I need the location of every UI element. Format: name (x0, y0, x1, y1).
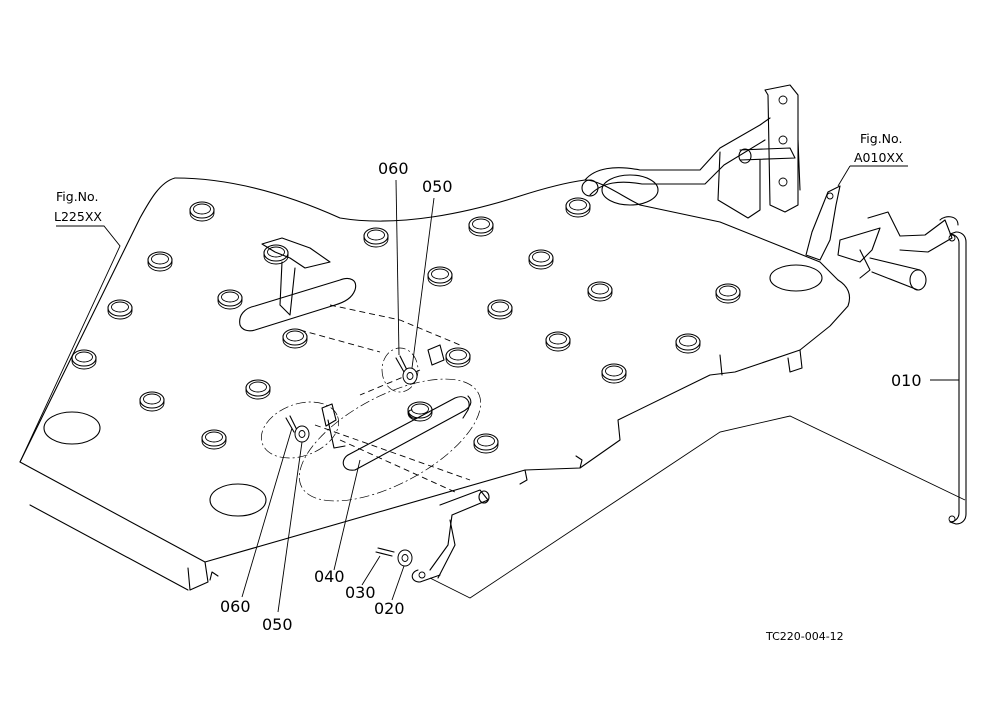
hidden-lines (299, 304, 471, 493)
callout-050-top: 050 (422, 177, 453, 196)
rubber-stud (487, 299, 513, 320)
rubber-stud (473, 433, 499, 454)
figure-ref-left-number: L225XX (54, 209, 102, 224)
rubber-stud (245, 379, 271, 400)
rubber-stud (282, 328, 308, 349)
rubber-stud (71, 349, 97, 370)
drawing-code: TC220-004-12 (765, 630, 844, 643)
rubber-studs (71, 197, 741, 454)
rubber-stud (363, 227, 389, 248)
rubber-stud (528, 249, 554, 270)
callout-030: 030 (345, 583, 376, 602)
pedal-linkage (581, 84, 801, 219)
rubber-stud (587, 281, 613, 302)
callout-010: 010 (891, 371, 922, 390)
figure-ref-right-number: A010XX (854, 150, 904, 165)
rubber-stud (445, 347, 471, 368)
figure-ref-right-label: Fig.No. (860, 131, 902, 146)
rubber-stud (427, 266, 453, 287)
callout-020: 020 (374, 599, 405, 618)
rubber-stud (565, 197, 591, 218)
rubber-stud (715, 283, 741, 304)
rod-010 (948, 231, 967, 525)
rubber-stud (201, 429, 227, 450)
rubber-stud (263, 244, 289, 265)
rubber-stud (601, 363, 627, 384)
rubber-stud (147, 251, 173, 272)
rubber-stud (407, 401, 433, 422)
small-parts (285, 344, 445, 567)
step-plate (19, 174, 851, 591)
rubber-stud (217, 289, 243, 310)
rubber-stud (107, 299, 133, 320)
rubber-stud (675, 333, 701, 354)
leader-lines (19, 165, 966, 613)
callout-040: 040 (314, 567, 345, 586)
brake-bracket (805, 185, 959, 291)
rubber-stud (189, 201, 215, 222)
callout-050-bottom: 050 (262, 615, 293, 634)
callout-060-top: 060 (378, 159, 409, 178)
figure-ref-left-label: Fig.No. (56, 189, 98, 204)
figure-ref-left: Fig.No. L225XX (54, 189, 102, 224)
figure-ref-right: Fig.No. A010XX (854, 131, 904, 165)
callout-060-bottom: 060 (220, 597, 251, 616)
pin-040 (342, 395, 472, 471)
rubber-stud (468, 216, 494, 237)
rubber-stud (545, 331, 571, 352)
rubber-stud (139, 391, 165, 412)
detail-bubbles (261, 347, 482, 502)
lever (411, 489, 490, 583)
